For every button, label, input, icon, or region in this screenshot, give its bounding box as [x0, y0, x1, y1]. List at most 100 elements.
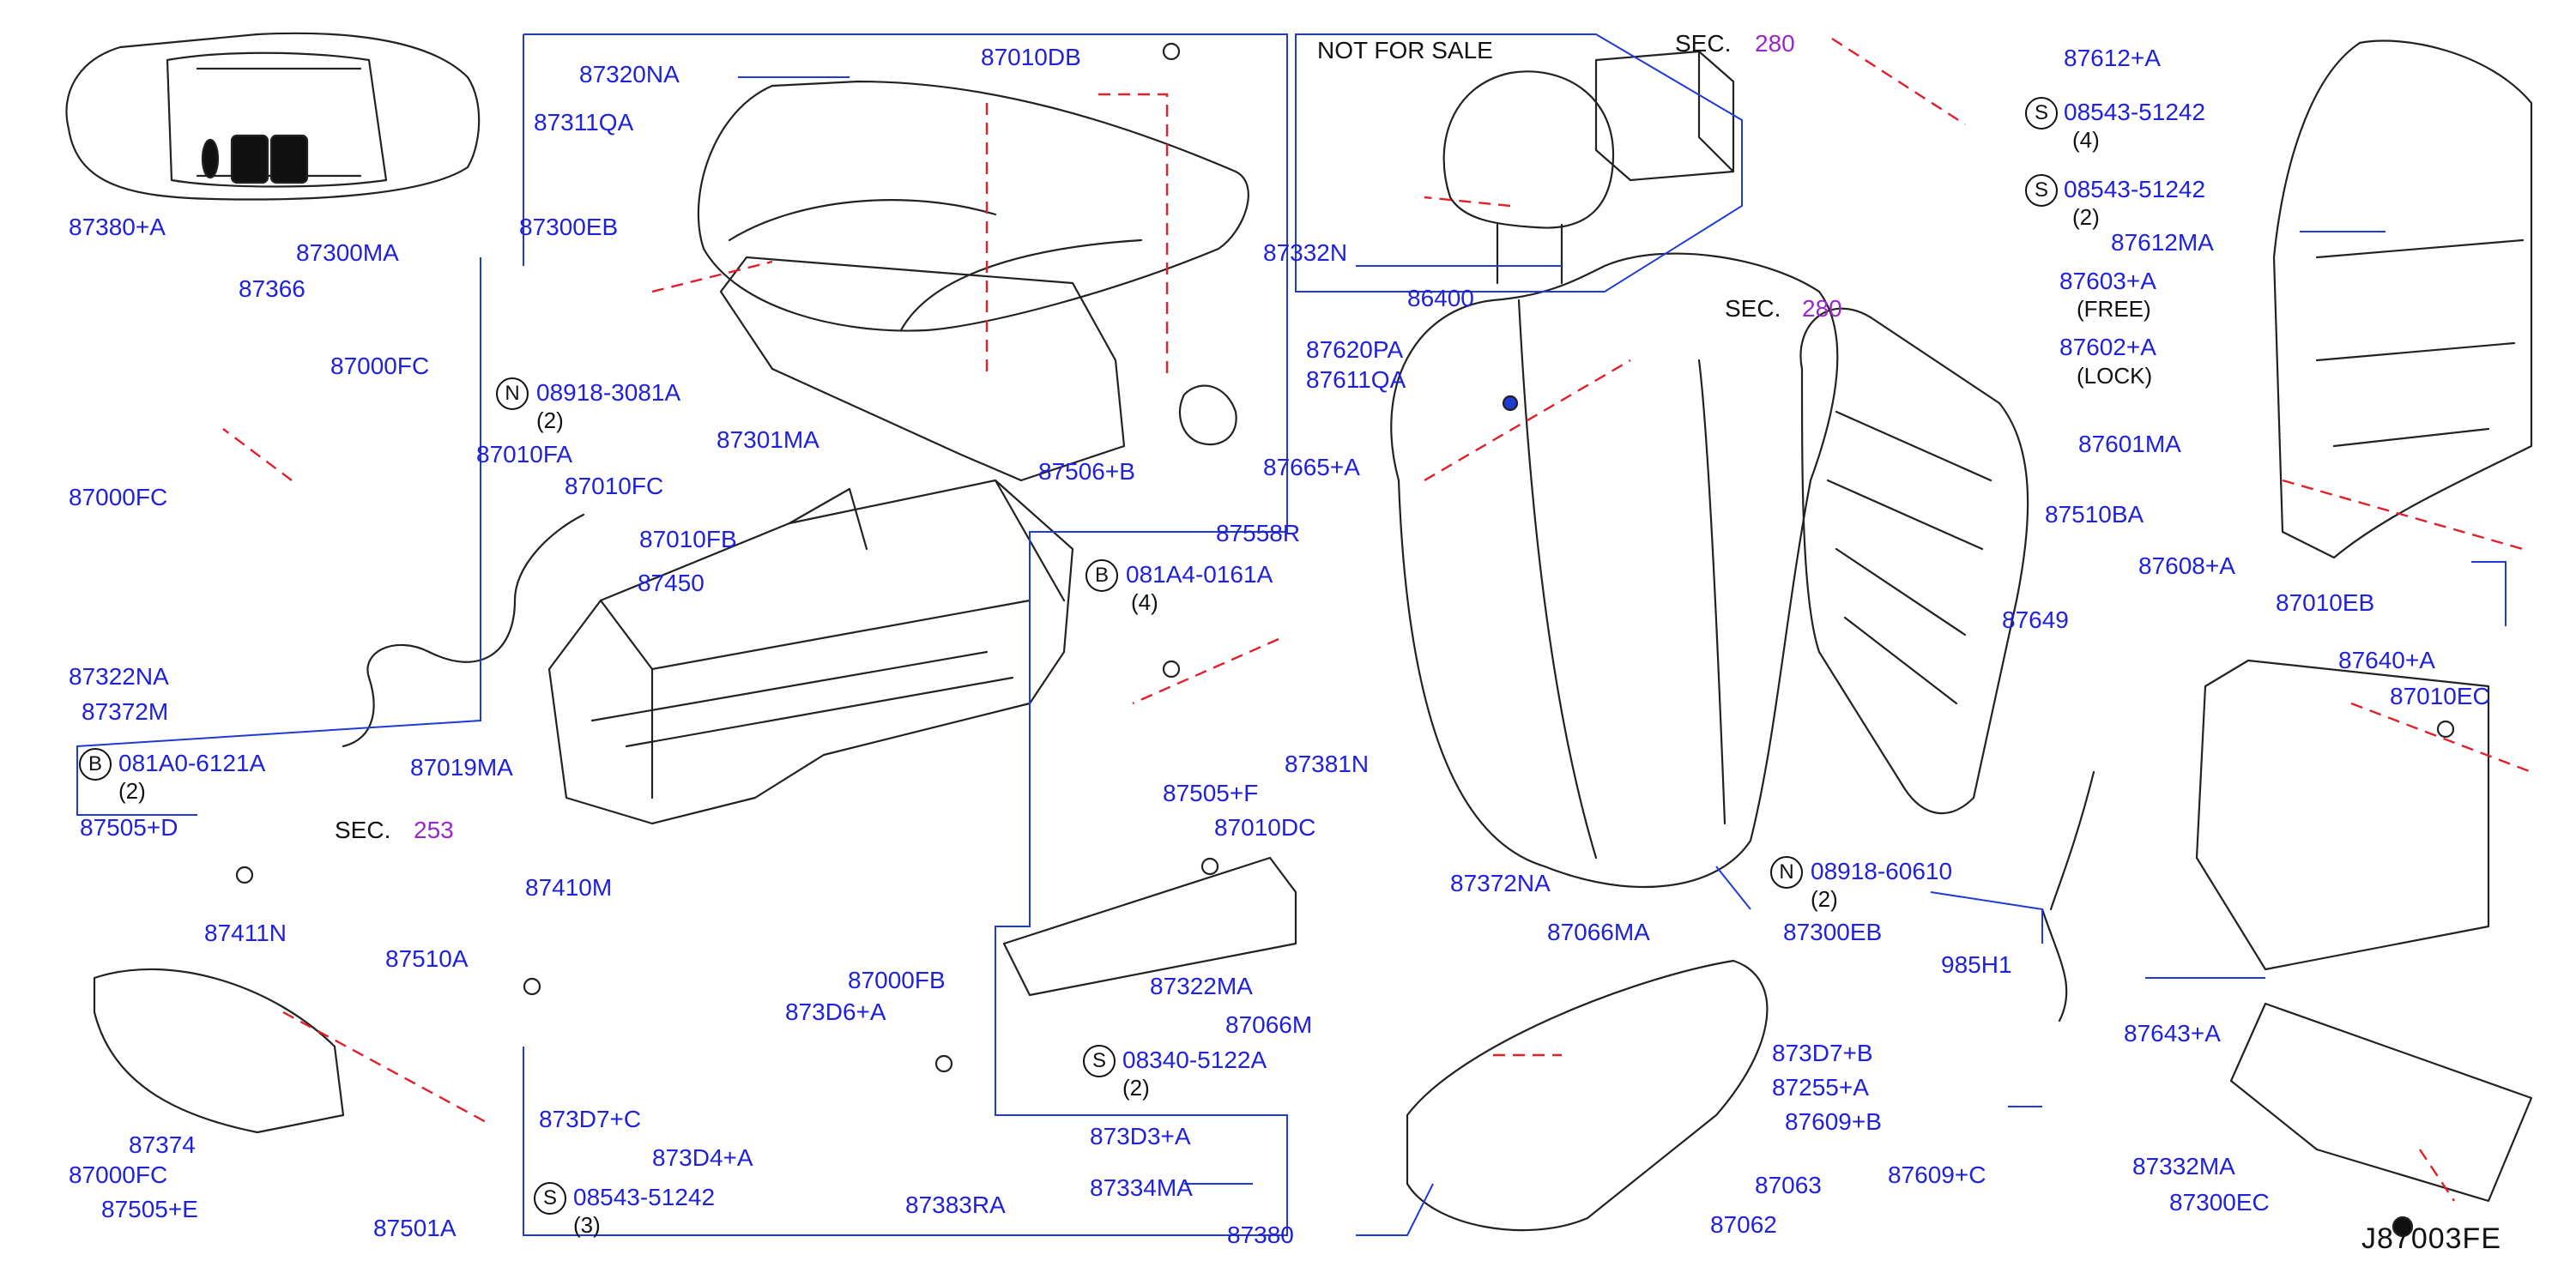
part-label-87603-a[interactable]: 87603+A [2059, 268, 2156, 294]
part-label-87450[interactable]: 87450 [638, 570, 704, 596]
part-label-87411n[interactable]: 87411N [204, 920, 287, 946]
part-label-87601ma[interactable]: 87601MA [2078, 431, 2181, 457]
module-drawing [1594, 50, 1735, 182]
fastener-prefix-b-icon: B [79, 748, 112, 781]
seat-cushion-drawing [697, 80, 1249, 482]
part-label-873d3-a[interactable]: 873D3+A [1090, 1123, 1191, 1149]
section-ref-number-a[interactable]: 280 [1755, 30, 1795, 57]
part-label-87611qa[interactable]: 87611QA [1306, 366, 1406, 393]
fastener-code-08340-5122a[interactable]: 08340-5122A [1122, 1047, 1267, 1073]
part-label-87320na[interactable]: 87320NA [579, 61, 680, 87]
part-label-87609-b[interactable]: 87609+B [1785, 1108, 1882, 1135]
part-label-87510ba[interactable]: 87510BA [2045, 501, 2144, 528]
part-label-87010fc[interactable]: 87010FC [565, 473, 664, 499]
fastener-prefix-s-icon: S [1083, 1045, 1116, 1077]
fastener-qty: (2) [536, 407, 564, 433]
part-label-87300ec[interactable]: 87300EC [2169, 1189, 2270, 1216]
fastener-prefix-b-icon: B [1085, 559, 1118, 592]
part-label-87000fb[interactable]: 87000FB [848, 967, 946, 993]
fastener-code-08543-51242-c[interactable]: 08543-51242 [2064, 176, 2206, 202]
part-label-87311qa[interactable]: 87311QA [534, 109, 634, 136]
part-label-87066ma[interactable]: 87066MA [1547, 919, 1650, 945]
part-label-87381n[interactable]: 87381N [1285, 751, 1370, 777]
part-label-873d7-b[interactable]: 873D7+B [1772, 1040, 1873, 1066]
part-label-87620pa[interactable]: 87620PA [1306, 336, 1404, 363]
part-label-87372m[interactable]: 87372M [82, 698, 169, 725]
part-label-87383ra[interactable]: 87383RA [905, 1192, 1006, 1218]
part-label-87612ma[interactable]: 87612MA [2111, 229, 2214, 256]
part-label-87322ma[interactable]: 87322MA [1150, 973, 1253, 999]
section-ref-prefix-a: SEC. [1675, 30, 1732, 57]
part-label-87000fc-c[interactable]: 87000FC [69, 1161, 168, 1188]
part-label-87374[interactable]: 87374 [129, 1131, 196, 1158]
part-label-87000fc-b[interactable]: 87000FC [69, 484, 168, 510]
part-label-87505-d[interactable]: 87505+D [80, 814, 178, 841]
part-label-87332n[interactable]: 87332N [1263, 239, 1348, 266]
part-label-87410m[interactable]: 87410M [525, 874, 613, 901]
part-label-87612-a[interactable]: 87612+A [2064, 45, 2161, 71]
part-label-87019ma[interactable]: 87019MA [410, 754, 513, 781]
fastener-prefix-n-icon: N [1770, 856, 1803, 889]
part-label-87010fb[interactable]: 87010FB [639, 526, 737, 552]
part-label-87665-a[interactable]: 87665+A [1263, 454, 1360, 480]
fastener-code-081a4-0161a[interactable]: 081A4-0161A [1126, 561, 1273, 588]
part-label-87010eb[interactable]: 87010EB [2276, 589, 2375, 616]
part-label-87380[interactable]: 87380 [1227, 1222, 1294, 1248]
part-label-87366[interactable]: 87366 [239, 275, 305, 302]
part-label-87010db[interactable]: 87010DB [981, 44, 1081, 70]
wire-harness-drawing [342, 513, 585, 748]
fastener-code-08543-51242-a[interactable]: 08543-51242 [573, 1184, 716, 1210]
fastener-code-081a0-6121a[interactable]: 081A0-6121A [118, 750, 266, 776]
part-label-87380-a[interactable]: 87380+A [69, 214, 166, 240]
part-label-87649[interactable]: 87649 [2002, 606, 2069, 633]
part-label-87506-b[interactable]: 87506+B [1038, 458, 1135, 485]
fastener-code-08918-60610[interactable]: 08918-60610 [1811, 858, 1953, 884]
part-label-87372na[interactable]: 87372NA [1450, 870, 1551, 896]
part-label-873d4-a[interactable]: 873D4+A [652, 1144, 753, 1171]
part-label-87608-a[interactable]: 87608+A [2138, 552, 2235, 579]
seat-frame-drawing [547, 479, 1074, 825]
part-label-87510a[interactable]: 87510A [385, 945, 469, 972]
part-label-87300eb-b[interactable]: 87300EB [1783, 919, 1883, 945]
part-label-985h1[interactable]: 985H1 [1941, 951, 2012, 978]
part-label-87000fc-a[interactable]: 87000FC [330, 353, 430, 379]
part-label-86400[interactable]: 86400 [1407, 285, 1474, 311]
part-label-87300ma[interactable]: 87300MA [296, 239, 399, 266]
part-label-87010dc[interactable]: 87010DC [1214, 814, 1316, 841]
not-for-sale-note: NOT FOR SALE [1317, 37, 1493, 63]
rear-cover-drawing [2229, 1002, 2533, 1203]
part-label-87505-f[interactable]: 87505+F [1163, 780, 1259, 806]
part-label-87640-a[interactable]: 87640+A [2338, 647, 2435, 673]
part-label-87300eb-a[interactable]: 87300EB [519, 214, 619, 240]
section-ref-number-c[interactable]: 253 [414, 817, 454, 843]
part-label-87505-e[interactable]: 87505+E [101, 1196, 198, 1222]
diagram-id: J87003FE [2361, 1222, 2501, 1255]
fastener-code-08543-51242-b[interactable]: 08543-51242 [2064, 99, 2206, 125]
part-label-87332ma[interactable]: 87332MA [2132, 1153, 2235, 1179]
back-panel-drawing [2272, 39, 2533, 559]
lower-back-panel-drawing [2195, 659, 2490, 971]
part-label-873d7-c[interactable]: 873D7+C [539, 1106, 642, 1132]
part-label-87558r[interactable]: 87558R [1216, 520, 1301, 546]
fastener-qty: (2) [118, 778, 146, 804]
section-ref-number-b[interactable]: 280 [1802, 295, 1842, 322]
fastener-code-08918-3081a[interactable]: 08918-3081A [536, 379, 681, 406]
part-label-87301ma[interactable]: 87301MA [717, 426, 819, 453]
fastener-qty: (2) [1811, 886, 1838, 912]
part-label-87010ec[interactable]: 87010EC [2390, 683, 2490, 709]
part-label-87609-c[interactable]: 87609+C [1888, 1161, 1986, 1188]
part-label-87334ma[interactable]: 87334MA [1090, 1174, 1193, 1201]
part-label-87643-a[interactable]: 87643+A [2124, 1020, 2221, 1047]
part-label-873d6-a[interactable]: 873D6+A [785, 998, 886, 1025]
part-label-87602-a[interactable]: 87602+A [2059, 334, 2156, 360]
part-label-87322na[interactable]: 87322NA [69, 663, 169, 690]
part-label-87063[interactable]: 87063 [1755, 1172, 1822, 1198]
part-label-87066m[interactable]: 87066M [1225, 1011, 1313, 1038]
part-label-87010fa[interactable]: 87010FA [476, 441, 573, 468]
rail-cover-drawing [1002, 856, 1297, 997]
part-label-87255-a[interactable]: 87255+A [1772, 1074, 1869, 1101]
part-label-87062[interactable]: 87062 [1710, 1211, 1777, 1238]
part-label-87501a[interactable]: 87501A [373, 1215, 457, 1241]
